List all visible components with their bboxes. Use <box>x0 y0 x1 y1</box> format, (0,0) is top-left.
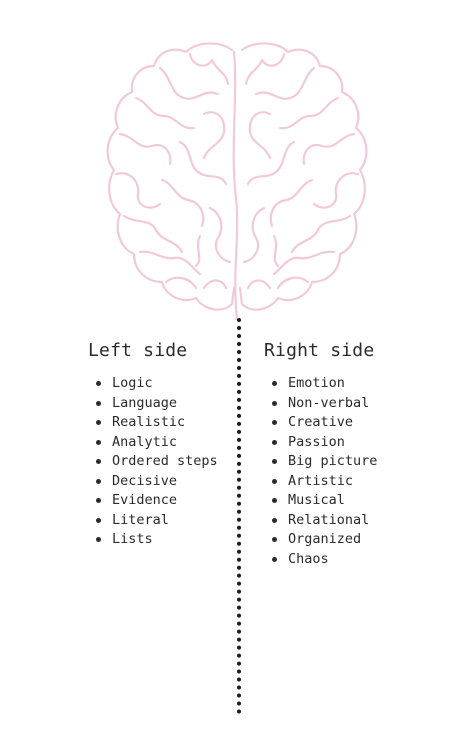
list-item: Evidence <box>96 491 218 511</box>
list-item: Language <box>96 394 218 414</box>
list-item: Musical <box>272 491 377 511</box>
right-side-title: Right side <box>264 340 375 361</box>
list-item: Ordered steps <box>96 452 218 472</box>
list-item: Chaos <box>272 550 377 570</box>
list-item: Big picture <box>272 452 377 472</box>
list-item: Analytic <box>96 433 218 453</box>
left-side-list: Logic Language Realistic Analytic Ordere… <box>88 374 218 550</box>
list-item: Emotion <box>272 374 377 394</box>
list-item: Creative <box>272 413 377 433</box>
list-item: Lists <box>96 530 218 550</box>
center-divider <box>237 318 241 714</box>
list-item: Organized <box>272 530 377 550</box>
list-item: Realistic <box>96 413 218 433</box>
list-item: Logic <box>96 374 218 394</box>
list-item: Artistic <box>272 472 377 492</box>
list-item: Passion <box>272 433 377 453</box>
brain-icon <box>106 42 368 320</box>
right-side-list: Emotion Non-verbal Creative Passion Big … <box>264 374 377 569</box>
list-item: Relational <box>272 511 377 531</box>
list-item: Decisive <box>96 472 218 492</box>
left-side-title: Left side <box>88 340 188 361</box>
list-item: Literal <box>96 511 218 531</box>
left-side-column: Left side Logic Language Realistic Analy… <box>88 340 218 550</box>
list-item: Non-verbal <box>272 394 377 414</box>
right-side-column: Right side Emotion Non-verbal Creative P… <box>264 340 377 569</box>
